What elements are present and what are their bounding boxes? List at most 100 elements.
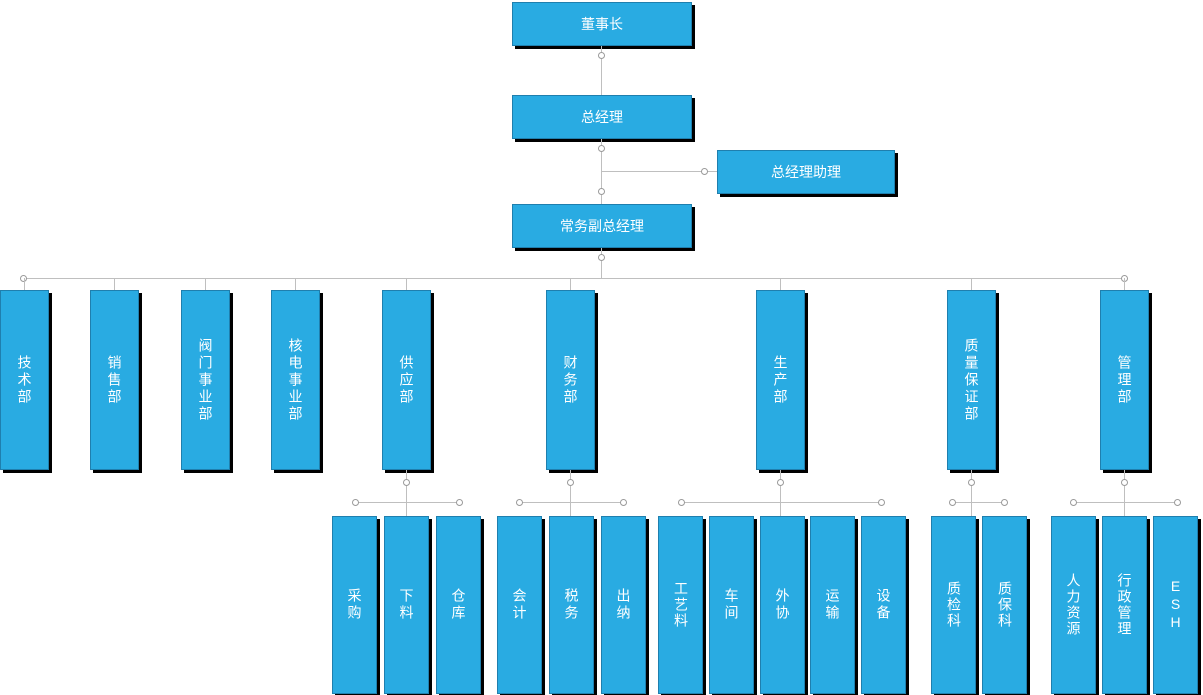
connector-dot (949, 499, 956, 506)
connector-bus-drop (114, 278, 115, 290)
connector-bus-drop (971, 278, 972, 290)
connector-bus-drop (780, 278, 781, 290)
connector-dot (777, 479, 784, 486)
connector-dot (598, 188, 605, 195)
child-label-6-4: 设备 (875, 588, 892, 622)
dept-box-2[interactable]: 阀门事业部 (181, 290, 230, 470)
dept-box-5[interactable]: 财务部 (546, 290, 595, 470)
child-box-4-1[interactable]: 下料 (384, 516, 429, 694)
connector-dot (620, 499, 627, 506)
child-box-6-2[interactable]: 外协 (760, 516, 805, 694)
connector-dept4-stem (406, 470, 407, 502)
child-label-5-2: 出纳 (615, 588, 632, 622)
connector-dept8-stem (1124, 470, 1125, 502)
child-box-6-4[interactable]: 设备 (861, 516, 906, 694)
child-label-6-3: 运输 (824, 588, 841, 622)
connector-dept5-stem (570, 470, 571, 502)
child-label-5-0: 会计 (511, 588, 528, 622)
child-label-7-0: 质检科 (946, 581, 962, 629)
child-label-6-2: 外协 (774, 588, 791, 622)
dept-label-7: 质量保证部 (963, 337, 980, 423)
dept-box-4[interactable]: 供应部 (382, 290, 431, 470)
connector-dept8-bus (1074, 502, 1178, 503)
child-box-6-0[interactable]: 工艺料 (658, 516, 703, 694)
connector-dot (1070, 499, 1077, 506)
child-box-6-1[interactable]: 车间 (709, 516, 754, 694)
connector-dot (968, 479, 975, 486)
child-box-8-1[interactable]: 行政管理 (1102, 516, 1147, 694)
connector-dot (516, 499, 523, 506)
child-label-6-0: 工艺料 (673, 581, 689, 629)
node-gm-assistant-label: 总经理助理 (771, 164, 841, 180)
connector-dot (1001, 499, 1008, 506)
department-bus (24, 278, 1125, 279)
child-label-5-1: 税务 (563, 588, 580, 622)
child-box-7-0[interactable]: 质检科 (931, 516, 976, 694)
connector-child-drop (971, 502, 972, 516)
connector-dot (567, 479, 574, 486)
child-label-6-1: 车间 (723, 588, 740, 622)
node-executive-vice-gm[interactable]: 常务副总经理 (512, 204, 692, 248)
node-general-manager[interactable]: 总经理 (512, 95, 692, 139)
child-label-4-0: 采购 (346, 588, 363, 622)
child-label-8-1: 行政管理 (1116, 573, 1133, 637)
child-label-4-2: 仓库 (450, 588, 467, 622)
connector-dot (456, 499, 463, 506)
connector-dot (701, 168, 708, 175)
child-box-8-2[interactable]: ESH (1153, 516, 1198, 694)
child-label-8-2: ESH (1167, 578, 1184, 632)
node-gm-assistant[interactable]: 总经理助理 (717, 150, 895, 194)
connector-dept6-bus (682, 502, 882, 503)
child-box-4-0[interactable]: 采购 (332, 516, 377, 694)
connector-bus-drop (24, 278, 25, 290)
node-general-manager-label: 总经理 (581, 109, 623, 125)
child-box-5-2[interactable]: 出纳 (601, 516, 646, 694)
dept-box-1[interactable]: 销售部 (90, 290, 139, 470)
dept-box-7[interactable]: 质量保证部 (947, 290, 996, 470)
dept-box-8[interactable]: 管理部 (1100, 290, 1149, 470)
connector-dot (1121, 479, 1128, 486)
child-box-5-0[interactable]: 会计 (497, 516, 542, 694)
connector-dot (598, 254, 605, 261)
child-box-7-1[interactable]: 质保科 (982, 516, 1027, 694)
connector-dot (678, 499, 685, 506)
connector-dot (20, 275, 27, 282)
node-executive-vice-gm-label: 常务副总经理 (560, 218, 644, 234)
connector-bus-drop (205, 278, 206, 290)
connector-gm-assistant (601, 171, 717, 172)
dept-label-6: 生产部 (772, 354, 789, 406)
child-box-4-2[interactable]: 仓库 (436, 516, 481, 694)
connector-dot (598, 145, 605, 152)
connector-dept6-stem (780, 470, 781, 502)
connector-dept5-bus (520, 502, 624, 503)
dept-box-3[interactable]: 核电事业部 (271, 290, 320, 470)
connector-dot (598, 52, 605, 59)
connector-dot (878, 499, 885, 506)
connector-bus-drop (570, 278, 571, 290)
connector-bus-drop (406, 278, 407, 290)
child-box-6-3[interactable]: 运输 (810, 516, 855, 694)
connector-child-drop (406, 502, 407, 516)
connector-child-drop (780, 502, 781, 516)
connector-dept7-bus (953, 502, 1005, 503)
connector-dot (352, 499, 359, 506)
child-label-8-0: 人力资源 (1065, 573, 1082, 637)
dept-label-5: 财务部 (562, 354, 579, 406)
child-label-4-1: 下料 (398, 588, 415, 622)
dept-box-0[interactable]: 技术部 (0, 290, 49, 470)
dept-label-8: 管理部 (1116, 354, 1133, 406)
child-label-7-1: 质保科 (997, 581, 1013, 629)
connector-child-drop (570, 502, 571, 516)
dept-label-3: 核电事业部 (287, 337, 304, 423)
dept-label-2: 阀门事业部 (197, 337, 214, 423)
dept-label-4: 供应部 (398, 354, 415, 406)
child-box-5-1[interactable]: 税务 (549, 516, 594, 694)
child-box-8-0[interactable]: 人力资源 (1051, 516, 1096, 694)
dept-box-6[interactable]: 生产部 (756, 290, 805, 470)
node-chairman[interactable]: 董事长 (512, 2, 692, 46)
connector-dot (403, 479, 410, 486)
connector-bus-drop (1124, 278, 1125, 290)
connector-bus-drop (295, 278, 296, 290)
connector-dept7-stem (971, 470, 972, 502)
